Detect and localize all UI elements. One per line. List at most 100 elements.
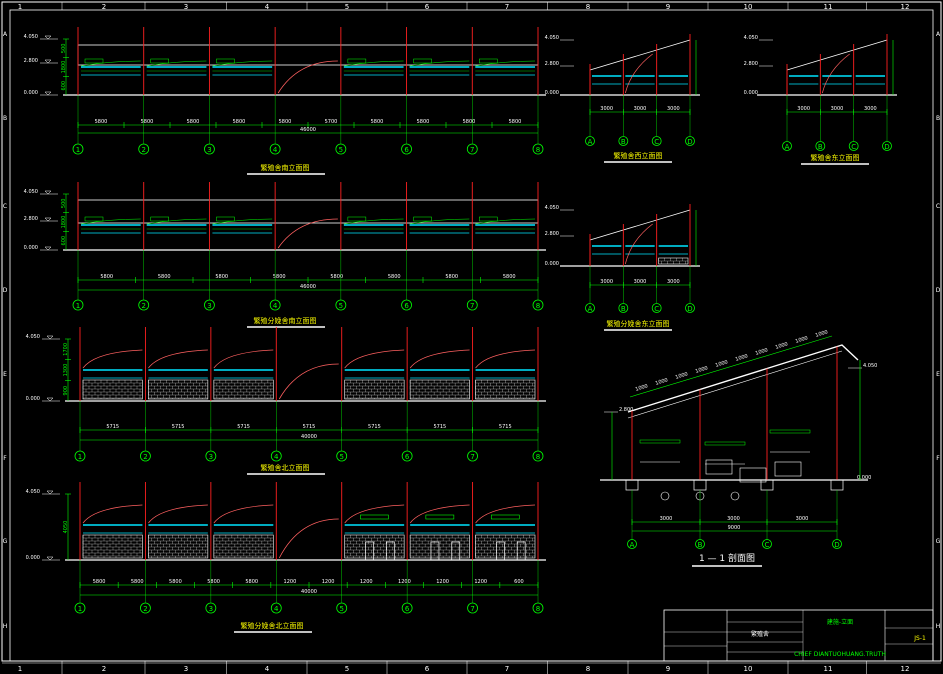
axis-bubble bbox=[205, 602, 217, 614]
axis-bubble bbox=[336, 602, 348, 614]
level-label: 4.050 bbox=[545, 205, 559, 211]
dimension-label: 1200 bbox=[360, 579, 373, 585]
roof-slope bbox=[786, 39, 888, 71]
detail-callout bbox=[660, 491, 670, 501]
axis-label: 5 bbox=[339, 146, 343, 154]
axis-label: A bbox=[588, 305, 593, 313]
roof-curve bbox=[409, 504, 470, 524]
door-opening bbox=[385, 541, 395, 561]
brick-wall bbox=[82, 379, 143, 400]
annotation-box bbox=[84, 216, 104, 222]
axis-bubble bbox=[401, 450, 413, 462]
axis-label: 7 bbox=[470, 302, 474, 310]
axis-label: A bbox=[630, 541, 635, 549]
dimension-label: 5800 bbox=[169, 579, 182, 585]
drawing-number: JS-1 bbox=[913, 635, 926, 642]
axis-bubble bbox=[618, 136, 629, 146]
level-label: 4.050 bbox=[24, 189, 38, 195]
dimension-label: 3000 bbox=[634, 106, 647, 112]
axis-label: 6 bbox=[405, 453, 410, 461]
footing bbox=[760, 479, 774, 491]
axis-bubble bbox=[685, 136, 695, 146]
axis-bubble bbox=[532, 602, 544, 614]
grid-number-bottom: 1 bbox=[18, 665, 22, 673]
dimension-label: 1000 bbox=[755, 347, 769, 356]
level-label: 4.050 bbox=[24, 34, 38, 40]
grid-letter-right: A bbox=[936, 31, 941, 38]
dimension-label: 900 bbox=[63, 386, 69, 396]
level-label: 2.800 bbox=[24, 58, 38, 64]
door-opening bbox=[496, 541, 505, 561]
axis-label: 5 bbox=[339, 605, 343, 613]
axis-label: 7 bbox=[470, 146, 474, 154]
brick-wall bbox=[148, 379, 209, 400]
axis-label: A bbox=[588, 138, 593, 146]
grid-letter-right: B bbox=[936, 115, 940, 122]
dimension-line bbox=[629, 335, 833, 398]
slab-line bbox=[343, 60, 404, 67]
roof-curve bbox=[148, 349, 208, 369]
slab-line bbox=[212, 60, 273, 67]
dimension-label: 5800 bbox=[233, 119, 246, 125]
dimension-label: 1800 bbox=[61, 216, 67, 229]
level-label: 4.050 bbox=[863, 363, 877, 369]
slab-line bbox=[80, 218, 141, 225]
axis-label: 3 bbox=[209, 605, 213, 613]
axis-bubble bbox=[585, 303, 595, 313]
level-label: 4.050 bbox=[545, 35, 559, 41]
dimension-label: 5800 bbox=[215, 274, 228, 280]
roof-curve bbox=[821, 53, 850, 94]
drawing-name: 建施-立面 bbox=[827, 618, 853, 626]
dimension-label: 600 bbox=[61, 81, 67, 91]
level-label: 2.800 bbox=[619, 407, 633, 413]
axis-bubble bbox=[205, 450, 217, 462]
grid-number-bottom: 2 bbox=[102, 665, 106, 673]
roof-curve bbox=[409, 349, 470, 369]
dimension-label: 1300 bbox=[63, 364, 69, 377]
axis-label: 3 bbox=[207, 302, 211, 310]
axis-bubble bbox=[138, 143, 150, 155]
axis-label: 4 bbox=[273, 146, 278, 154]
dimension-label: 5800 bbox=[131, 579, 144, 585]
axis-bubble bbox=[848, 141, 859, 151]
dimension-label: 5800 bbox=[388, 274, 401, 280]
slab-line bbox=[409, 218, 470, 225]
level-triangle bbox=[44, 190, 52, 195]
roof-curve bbox=[148, 504, 208, 524]
axis-bubble bbox=[651, 303, 662, 313]
brick-wall bbox=[213, 379, 274, 400]
total-dimension-label: 40000 bbox=[301, 589, 317, 595]
level-label: 2.800 bbox=[24, 216, 38, 222]
dimension-label: 1200 bbox=[284, 579, 297, 585]
dimension-label: 5800 bbox=[158, 274, 171, 280]
roof-curve bbox=[344, 504, 405, 524]
axis-label: 4 bbox=[273, 302, 278, 310]
dimension-label: 1200 bbox=[436, 579, 449, 585]
grid-letter-left: A bbox=[3, 31, 8, 38]
slab-line bbox=[475, 60, 536, 67]
dimension-label: 5800 bbox=[245, 579, 258, 585]
roof-slope bbox=[589, 39, 691, 71]
total-dimension-label: 46000 bbox=[300, 127, 316, 133]
feeder-box bbox=[705, 459, 733, 475]
brick-wall bbox=[475, 534, 536, 559]
axis-bubble bbox=[140, 450, 151, 462]
axis-label: D bbox=[884, 143, 889, 151]
level-label: 2.800 bbox=[545, 231, 559, 237]
dimension-label: 5715 bbox=[237, 424, 250, 430]
axis-label: 1 bbox=[76, 146, 80, 154]
dimension-label: 1200 bbox=[398, 579, 411, 585]
dimension-label: 1200 bbox=[474, 579, 487, 585]
dimension-label: 600 bbox=[514, 579, 524, 585]
level-triangle bbox=[44, 35, 52, 40]
axis-bubble bbox=[335, 299, 347, 311]
axis-bubble bbox=[466, 143, 478, 155]
dimension-label: 5800 bbox=[93, 579, 106, 585]
dimension-label: 1000 bbox=[735, 353, 749, 362]
axis-label: 1 bbox=[78, 453, 82, 461]
axis-bubble bbox=[335, 143, 347, 155]
level-triangle bbox=[44, 217, 52, 222]
grid-number-bottom: 6 bbox=[425, 665, 430, 673]
